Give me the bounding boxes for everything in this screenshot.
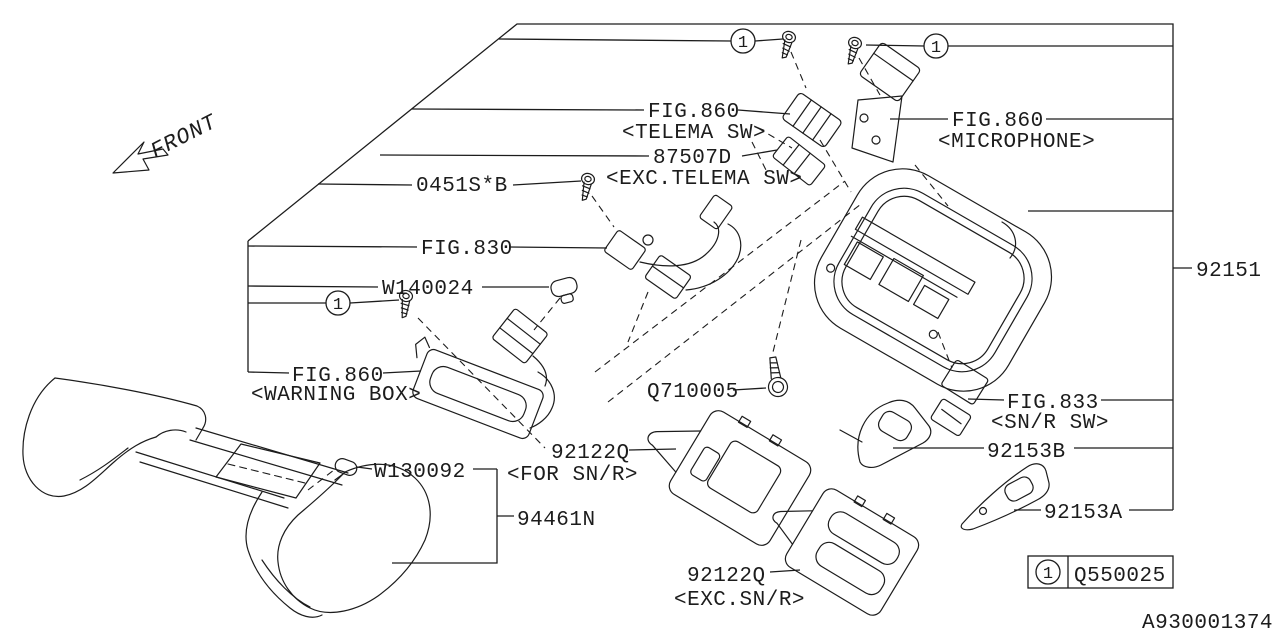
leader-fig833 <box>967 398 1173 401</box>
ref-markers: 1 1 1 <box>325 28 949 316</box>
leader-87507d <box>379 149 778 157</box>
label-fig860-telema: FIG.860 <box>648 101 740 124</box>
legend-ref-circle <box>1035 559 1061 585</box>
leader-telema-screw <box>498 38 784 42</box>
leader-ref1-screw <box>248 299 400 304</box>
dashed-line <box>914 164 949 207</box>
clip-w130092-drawing <box>334 458 358 481</box>
dashed-line <box>627 291 649 343</box>
legend-ref-num: 1 <box>1043 565 1053 584</box>
screw-telema <box>775 29 798 61</box>
label-87507d: 87507D <box>653 147 732 170</box>
label-telema-variant: <TELEMA SW> <box>622 122 766 145</box>
console-92151-drawing <box>813 168 1053 392</box>
label-fig830: FIG.830 <box>421 238 513 261</box>
screw-microphone <box>841 35 864 67</box>
pocket-92153b-drawing <box>839 399 932 468</box>
label-for-snr-variant: <FOR SN/R> <box>507 464 638 487</box>
label-92153b: 92153B <box>987 441 1066 464</box>
clip-w140024-drawing <box>550 276 578 304</box>
leader-lines <box>247 38 1192 573</box>
leader-warning-box <box>247 370 422 374</box>
label-92122q-for: 92122Q <box>551 442 630 465</box>
leader-frame <box>247 23 1174 510</box>
labels: FIG.860 <TELEMA SW> 87507D <EXC.TELEMA S… <box>251 101 1262 612</box>
headliner-94461n-drawing <box>22 377 431 618</box>
label-w130092: W130092 <box>374 461 466 484</box>
telema-switch-drawing <box>772 92 842 186</box>
label-snr-sw-variant: <SN/R SW> <box>991 412 1109 435</box>
leader-fig830 <box>247 245 608 249</box>
fasteners <box>395 29 864 399</box>
label-92122q-exc: 92122Q <box>687 565 766 588</box>
dashed-line <box>751 127 793 171</box>
front-direction-arrow: FRONT <box>112 109 222 174</box>
label-0451s-b: 0451S*B <box>416 175 508 198</box>
ref-marker-circle <box>923 33 949 59</box>
warning-box-drawing <box>412 308 555 440</box>
legend-outline <box>1027 555 1174 589</box>
dashed-line <box>417 317 546 449</box>
label-q710005: Q710005 <box>647 381 739 404</box>
legend-box: 1 Q550025 <box>1027 555 1174 589</box>
front-label: FRONT <box>147 109 222 164</box>
label-94461n: 94461N <box>517 509 596 532</box>
ref-marker-circle <box>730 28 756 54</box>
dashed-line <box>937 331 953 369</box>
legend-part-code: Q550025 <box>1074 565 1166 588</box>
leader-92151 <box>1028 210 1192 269</box>
leader-0451 <box>317 180 582 186</box>
doc-number: A930001374 <box>1142 612 1273 635</box>
dashed-line <box>790 51 807 89</box>
blank-switch-87507d-drawing <box>772 136 826 186</box>
label-mic-variant: <MICROPHONE> <box>938 131 1095 154</box>
label-w140024: W140024 <box>382 278 474 301</box>
leader-w140024 <box>247 285 549 288</box>
trim-92122q-for-snr-drawing <box>647 410 812 546</box>
leader-frame-outline <box>247 23 1174 510</box>
console-interior-detail <box>826 216 976 339</box>
leader-92122q-for <box>628 448 677 451</box>
ref-marker-1: 1 <box>738 34 748 53</box>
front-arrow-glyph <box>112 141 169 174</box>
label-fig860-warning: FIG.860 <box>292 365 384 388</box>
label-fig860-mic: FIG.860 <box>952 110 1044 133</box>
dashed-line <box>819 139 852 193</box>
leader-telema <box>411 108 791 115</box>
pocket-92153a-drawing <box>960 463 1050 531</box>
ref-marker-2: 1 <box>931 39 941 58</box>
label-exc-telema-variant: <EXC.TELEMA SW> <box>606 168 803 191</box>
bolt-q710005 <box>763 355 790 399</box>
dashed-line <box>307 469 335 491</box>
ref-marker-circle <box>325 290 351 316</box>
label-warning-variant: <WARNING BOX> <box>251 384 421 407</box>
label-exc-snr-variant: <EXC.SN/R> <box>674 589 805 612</box>
fig833-switch-drawing <box>930 359 989 437</box>
dashed-line <box>594 180 846 373</box>
label-92151: 92151 <box>1196 260 1262 283</box>
dashed-line <box>771 239 802 357</box>
dashed-line <box>591 195 615 228</box>
assembly-dashed-lines <box>307 51 953 491</box>
leader-q710005 <box>732 387 767 391</box>
ref-marker-3: 1 <box>333 296 343 315</box>
fig830-harness-drawing <box>604 194 742 299</box>
label-fig833: FIG.833 <box>1007 392 1099 415</box>
label-92153a: 92153A <box>1044 502 1123 525</box>
trim-92122q-exc-snr-drawing <box>772 488 920 616</box>
leader-94461n-bracket <box>392 469 514 564</box>
dashed-line <box>607 203 862 403</box>
microphone-drawing <box>851 42 921 163</box>
leader-mic-screw <box>865 44 1173 47</box>
dashed-line <box>533 297 561 331</box>
